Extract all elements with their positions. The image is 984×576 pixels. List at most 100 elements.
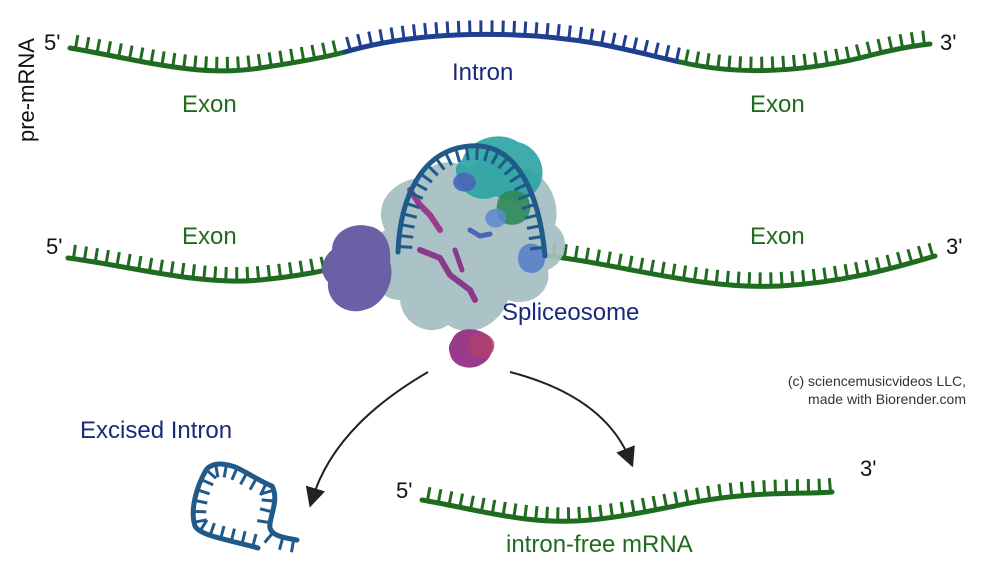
excised-intron-lariat: [193, 464, 297, 552]
base-tick: [197, 490, 209, 494]
base-tick: [399, 236, 413, 238]
three-prime-label-row3: 3': [860, 456, 876, 481]
exon-right-label-row1: Exon: [750, 91, 805, 118]
base-tick: [253, 534, 256, 547]
base-tick: [718, 55, 720, 69]
base-tick: [525, 21, 526, 35]
base-tick: [173, 53, 175, 67]
base-tick: [466, 146, 468, 160]
base-tick: [803, 270, 804, 284]
base-tick: [666, 45, 669, 59]
exon-left-segment-row2: [68, 258, 345, 281]
base-tick: [402, 26, 404, 40]
excised-intron-label: Excised Intron: [80, 417, 232, 444]
base-tick: [558, 24, 559, 38]
base-tick: [846, 47, 849, 61]
base-tick: [184, 54, 186, 68]
base-tick: [877, 257, 880, 271]
base-tick: [238, 56, 239, 70]
base-tick: [908, 249, 912, 262]
base-tick: [923, 31, 925, 45]
base-tick: [707, 53, 709, 67]
base-tick: [764, 480, 765, 494]
base-tick: [911, 32, 913, 46]
base-tick: [257, 521, 270, 523]
base-tick: [456, 149, 460, 162]
base-tick: [262, 500, 275, 501]
credit-line-2: made with Biorender.com: [808, 391, 966, 407]
base-tick: [201, 480, 213, 485]
base-tick: [458, 21, 459, 35]
base-tick: [676, 48, 679, 62]
three-prime-label-row1: 3': [940, 30, 956, 55]
base-tick: [793, 55, 794, 69]
base-tick: [369, 32, 372, 46]
base-tick: [753, 481, 754, 495]
base-tick: [772, 56, 773, 70]
base-tick: [738, 272, 739, 286]
base-tick: [781, 272, 782, 286]
base-tick: [719, 484, 721, 498]
base-tick: [623, 35, 626, 49]
base-tick: [918, 246, 922, 259]
protein-magenta-bottom-right: [468, 333, 494, 358]
base-tick: [727, 271, 728, 285]
base-tick: [611, 503, 613, 517]
base-tick: [333, 41, 336, 55]
base-tick: [694, 267, 696, 281]
base-tick: [206, 56, 207, 70]
base-tick: [323, 43, 326, 57]
base-tick: [804, 54, 806, 68]
credit-line-1: (c) sciencemusicvideos LLC,: [788, 373, 966, 389]
base-tick: [182, 263, 184, 277]
base-tick: [226, 267, 227, 281]
base-tick: [279, 264, 281, 278]
base-tick: [425, 23, 426, 37]
five-prime-label-row2: 5': [46, 234, 62, 259]
base-tick: [887, 255, 890, 269]
base-tick: [612, 33, 615, 47]
base-tick: [525, 505, 527, 519]
intron-segment: [345, 34, 680, 62]
base-tick: [867, 42, 870, 56]
base-tick: [547, 507, 548, 521]
base-tick: [829, 478, 830, 492]
base-tick: [206, 470, 216, 479]
base-tick: [697, 488, 699, 502]
mature-mrna-strand: [422, 478, 832, 521]
base-tick: [878, 39, 881, 53]
base-tick: [792, 271, 793, 285]
base-tick: [312, 45, 315, 59]
base-tick: [248, 56, 250, 70]
base-tick: [824, 268, 826, 282]
base-tick: [291, 539, 293, 552]
exon-right-label-row2: Exon: [750, 223, 805, 250]
spliceosome-label: Spliceosome: [502, 299, 639, 326]
base-tick: [221, 526, 224, 539]
base-tick: [193, 264, 195, 278]
three-prime-label-row2: 3': [946, 234, 962, 259]
base-tick: [447, 21, 448, 35]
base-tick: [600, 505, 602, 519]
arrow-to-mrna: [510, 372, 630, 460]
base-tick: [195, 56, 196, 70]
base-tick: [749, 272, 750, 286]
base-tick: [716, 270, 717, 284]
base-tick: [84, 246, 86, 260]
base-tick: [644, 40, 647, 54]
base-tick: [813, 269, 815, 283]
base-tick: [685, 50, 688, 64]
five-prime-label-row1: 5': [44, 30, 60, 55]
intron-label: Intron: [452, 59, 513, 86]
base-tick: [686, 490, 689, 504]
base-tick: [204, 265, 205, 279]
base-tick: [171, 261, 173, 275]
pre-mrna-side-label: pre-mRNA: [14, 38, 39, 142]
base-tick: [815, 52, 817, 66]
base-tick: [569, 25, 571, 39]
base-tick: [547, 23, 548, 37]
base-tick: [250, 478, 256, 489]
base-tick: [740, 56, 741, 70]
mrna-label: intron-free mRNA: [506, 531, 693, 558]
exon-left-label-row2: Exon: [182, 223, 237, 250]
